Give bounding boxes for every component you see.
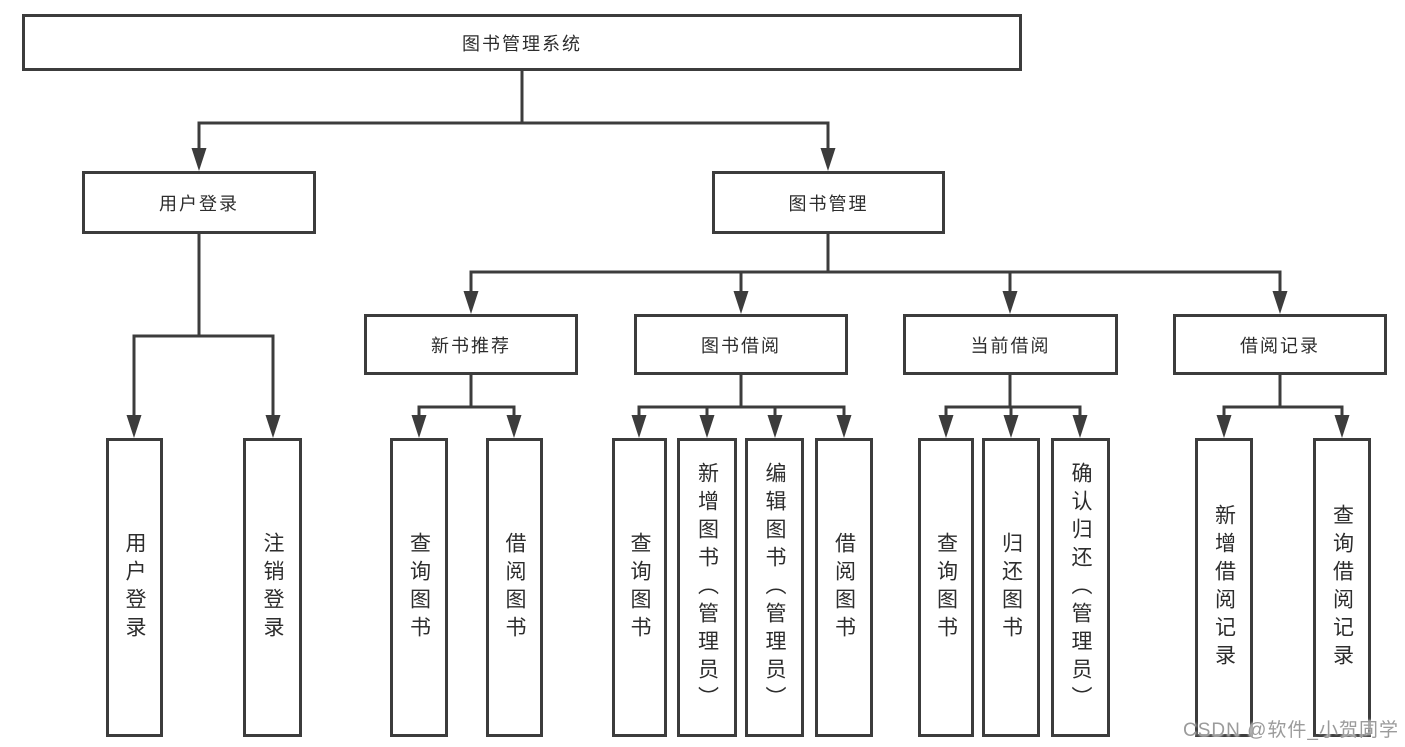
arrow-down-icon <box>733 291 749 314</box>
arrow-down-icon <box>1072 415 1088 438</box>
node-leaf-borrow-books: 借阅图书 <box>815 438 873 737</box>
node-label: 编辑图书（管理员） <box>763 461 786 714</box>
connector-book-management-branch <box>463 234 1288 314</box>
node-new-book-recommend: 新书推荐 <box>364 314 578 375</box>
node-user-login-branch: 用户登录 <box>82 171 316 234</box>
arrow-down-icon <box>1002 291 1018 314</box>
node-label: 用户登录 <box>159 193 239 214</box>
node-book-borrow: 图书借阅 <box>634 314 848 375</box>
node-label: 新增图书（管理员） <box>695 461 719 714</box>
node-leaf-edit-books-admin: 编辑图书（管理员） <box>745 438 804 737</box>
node-label: 图书借阅 <box>701 335 781 356</box>
node-leaf-query-books-recommend: 查询图书 <box>390 438 448 737</box>
node-leaf-user-login: 用户登录 <box>106 438 163 737</box>
node-label: 新书推荐 <box>431 335 511 356</box>
node-label: 注销登录 <box>261 531 284 644</box>
node-label: 归还图书 <box>999 531 1023 644</box>
node-label: 查询图书 <box>628 531 651 644</box>
arrow-down-icon <box>1003 415 1019 438</box>
connector-root-to-level2 <box>191 71 836 171</box>
connector-current-borrow <box>938 375 1088 438</box>
connector-book-borrow <box>631 375 852 438</box>
node-label: 图书管理 <box>788 193 869 214</box>
arrow-down-icon <box>767 415 783 438</box>
node-label: 图书管理系统 <box>462 33 582 54</box>
node-label: 查询图书 <box>407 531 431 644</box>
arrow-down-icon <box>463 291 479 314</box>
arrow-down-icon <box>699 415 715 438</box>
node-label: 用户登录 <box>123 531 146 644</box>
node-leaf-return-books: 归还图书 <box>982 438 1040 737</box>
node-borrow-records: 借阅记录 <box>1173 314 1387 375</box>
arrow-down-icon <box>411 415 427 438</box>
node-leaf-logout: 注销登录 <box>243 438 302 737</box>
node-root-system: 图书管理系统 <box>22 14 1022 71</box>
arrow-down-icon <box>265 415 281 438</box>
node-label: 确认归还（管理员） <box>1069 461 1092 714</box>
node-leaf-add-books-admin: 新增图书（管理员） <box>677 438 737 737</box>
arrow-down-icon <box>1272 291 1288 314</box>
node-leaf-query-books-borrow: 查询图书 <box>612 438 667 737</box>
arrow-down-icon <box>631 415 647 438</box>
connector-borrow-records <box>1216 375 1350 438</box>
arrow-down-icon <box>506 415 522 438</box>
node-leaf-borrow-books-recommend: 借阅图书 <box>486 438 543 737</box>
connector-user-login-branch <box>126 234 281 438</box>
node-book-management: 图书管理 <box>712 171 945 234</box>
node-leaf-query-books-current: 查询图书 <box>918 438 974 737</box>
node-label: 当前借阅 <box>970 335 1051 356</box>
node-label: 查询借阅记录 <box>1330 503 1354 672</box>
node-leaf-add-borrow-record: 新增借阅记录 <box>1195 438 1253 737</box>
arrow-down-icon <box>126 415 142 438</box>
arrow-down-icon <box>1216 415 1232 438</box>
node-leaf-confirm-return-admin: 确认归还（管理员） <box>1051 438 1110 737</box>
csdn-watermark: CSDN @软件_小贺同学 <box>1183 720 1399 741</box>
node-leaf-query-borrow-record: 查询借阅记录 <box>1313 438 1371 737</box>
node-label: 查询图书 <box>934 531 958 644</box>
node-label: 借阅图书 <box>503 531 526 644</box>
node-label: 新增借阅记录 <box>1212 503 1236 672</box>
arrow-down-icon <box>836 415 852 438</box>
arrow-down-icon <box>1334 415 1350 438</box>
connector-new-book-recommend <box>411 375 522 438</box>
arrow-down-icon <box>820 148 836 171</box>
arrow-down-icon <box>191 148 207 171</box>
node-label: 借阅图书 <box>832 531 856 644</box>
node-current-borrow: 当前借阅 <box>903 314 1118 375</box>
node-label: 借阅记录 <box>1240 335 1320 356</box>
arrow-down-icon <box>938 415 954 438</box>
